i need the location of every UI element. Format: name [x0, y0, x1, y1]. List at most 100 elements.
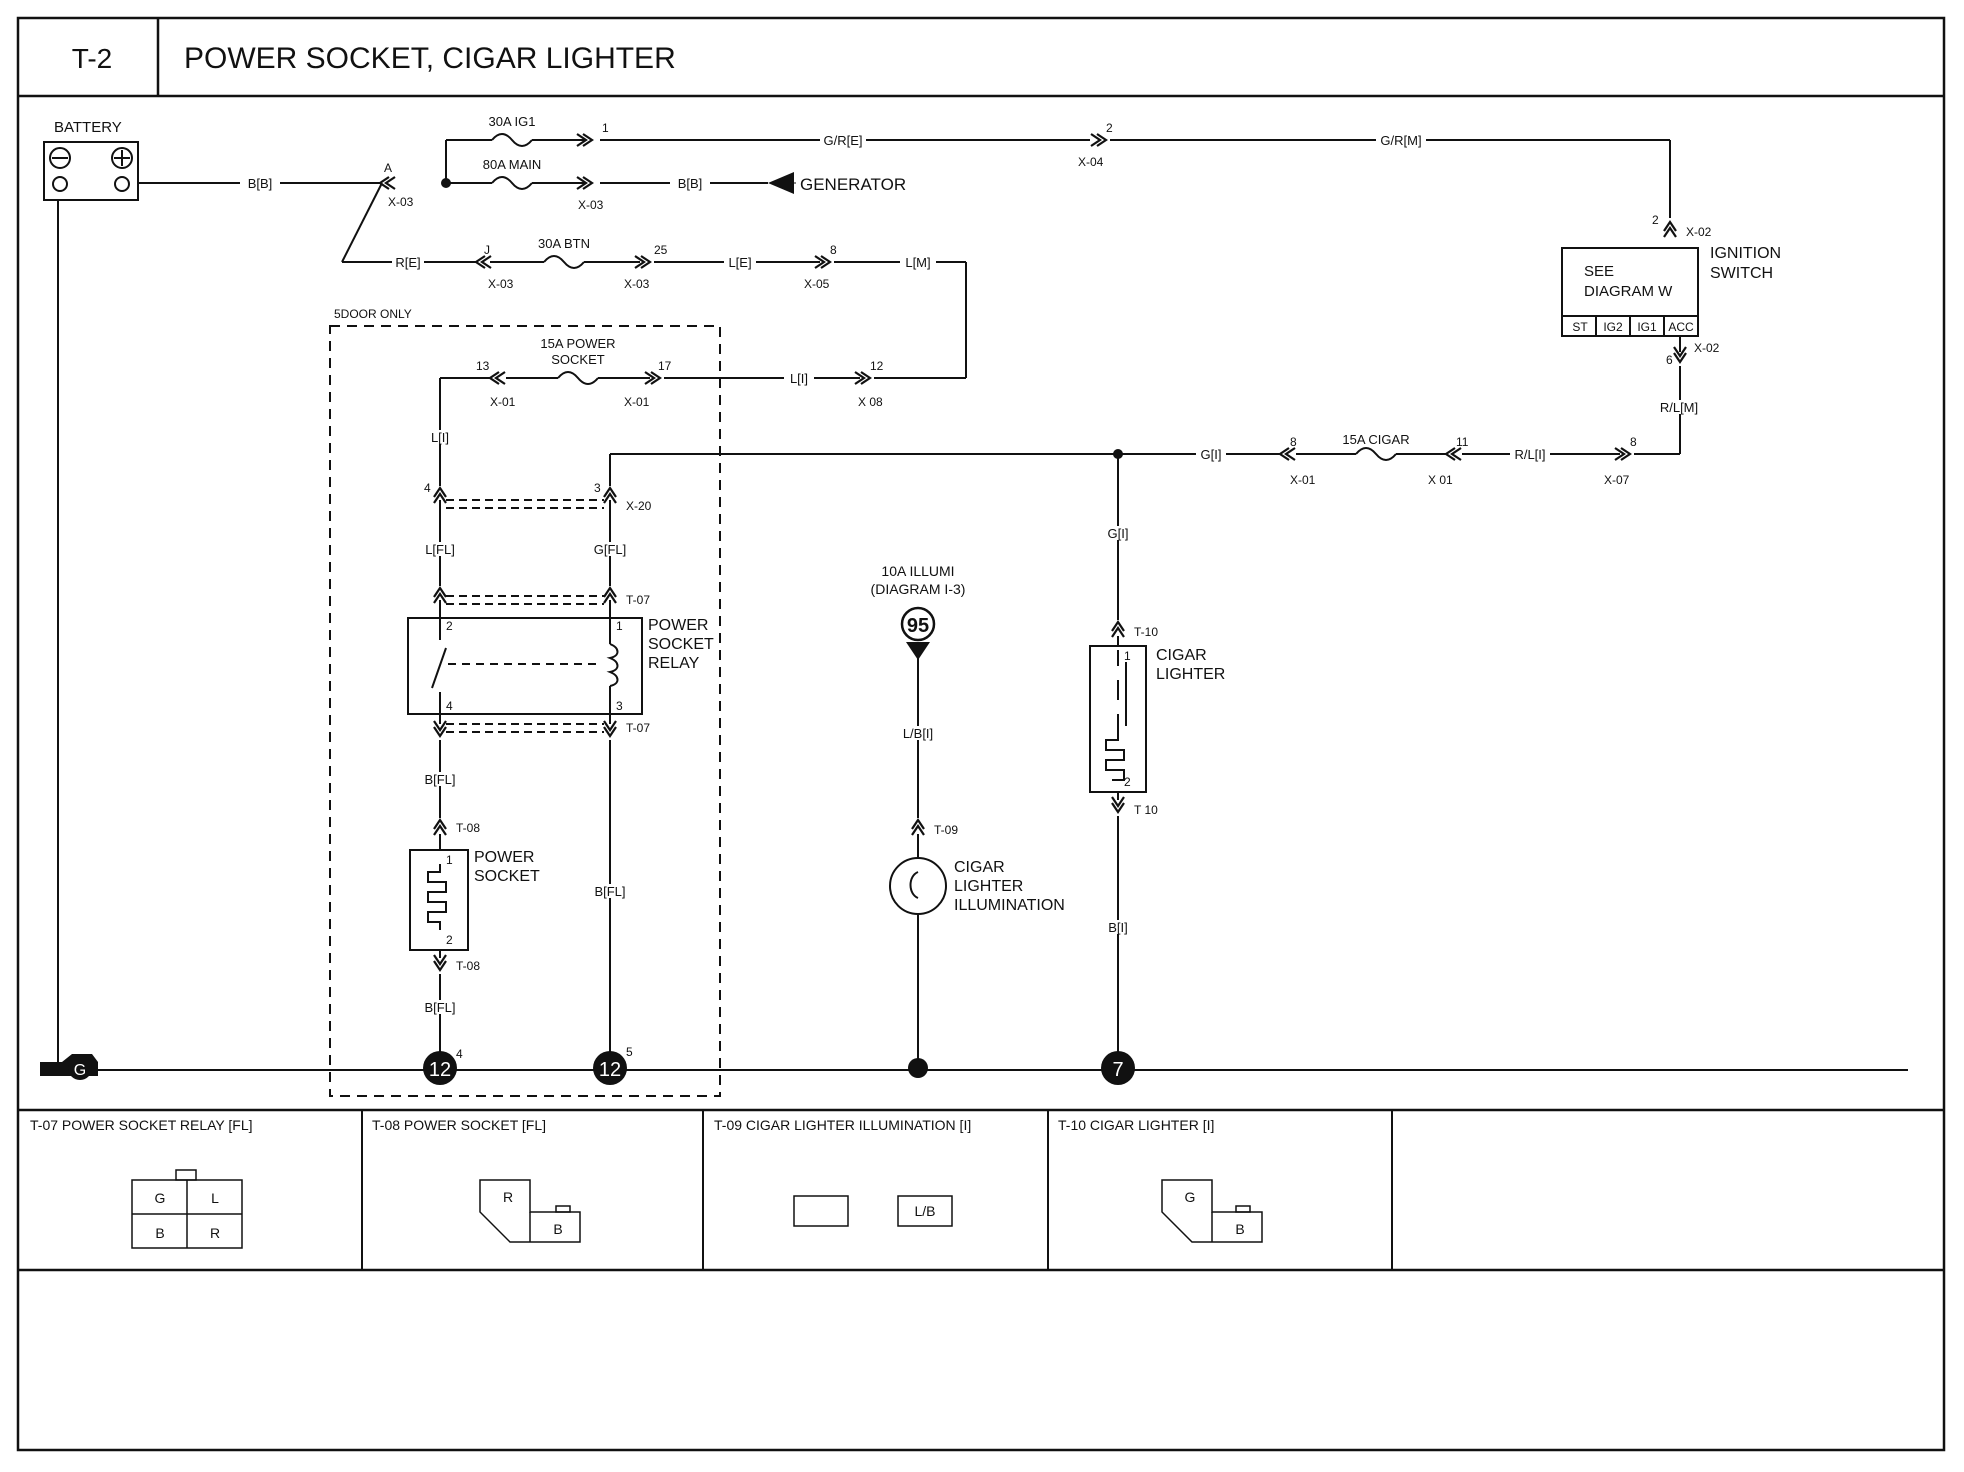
svg-text:4: 4 — [424, 481, 431, 495]
svg-text:L[E]: L[E] — [728, 255, 751, 270]
svg-text:T 10: T 10 — [1134, 803, 1158, 817]
svg-text:4: 4 — [456, 1047, 463, 1061]
svg-text:6: 6 — [1666, 353, 1673, 367]
illumi-ref-circle — [900, 606, 936, 642]
svg-text:T-07: T-07 — [626, 593, 650, 607]
component-labels: BATTERY GENERATOR IGNITION SWITCH SEE DI… — [54, 114, 1781, 914]
svg-text:R/L[M]: R/L[M] — [1660, 400, 1698, 415]
svg-text:B[FL]: B[FL] — [594, 884, 625, 899]
ignition-box-2: DIAGRAM W — [1584, 283, 1673, 300]
svg-text:2: 2 — [446, 619, 453, 633]
svg-text:B: B — [155, 1225, 164, 1241]
fuse-btn-label: 30A BTN — [538, 236, 590, 251]
ground-symbols: G 12 12 7 — [40, 1051, 1135, 1085]
svg-text:X-03: X-03 — [488, 277, 514, 291]
svg-text:X-01: X-01 — [490, 395, 516, 409]
power-socket-label-2: SOCKET — [474, 868, 540, 885]
svg-text:T-08: T-08 — [456, 959, 480, 973]
ignition-label-1: IGNITION — [1710, 245, 1781, 262]
svg-text:2: 2 — [1652, 213, 1659, 227]
cigar-illum-label-3: ILLUMINATION — [954, 897, 1065, 914]
ground-7-label: 7 — [1112, 1059, 1123, 1081]
ign-st: ST — [1572, 320, 1588, 334]
fuse-ps-label-1: 15A POWER — [540, 336, 615, 351]
svg-text:R: R — [503, 1189, 513, 1205]
svg-text:11: 11 — [1456, 435, 1469, 449]
relay-label-3: RELAY — [648, 655, 700, 672]
svg-text:R[E]: R[E] — [395, 255, 420, 270]
svg-text:X-03: X-03 — [388, 195, 414, 209]
svg-text:1: 1 — [602, 121, 609, 135]
svg-text:B[B]: B[B] — [678, 176, 703, 191]
power-socket-label-1: POWER — [474, 849, 534, 866]
ground-12-label: 12 — [429, 1059, 451, 1081]
diagram-title: POWER SOCKET, CIGAR LIGHTER — [184, 42, 676, 75]
cigar-illum-label-2: LIGHTER — [954, 878, 1023, 895]
svg-text:X-03: X-03 — [578, 198, 604, 212]
ignition-label-2: SWITCH — [1710, 265, 1773, 282]
ground-12b-label: 12 — [599, 1059, 621, 1081]
svg-text:5: 5 — [626, 1045, 633, 1059]
svg-text:B[FL]: B[FL] — [424, 1000, 455, 1015]
svg-text:X 08: X 08 — [858, 395, 883, 409]
ign-ig2: IG2 — [1603, 320, 1623, 334]
svg-text:B: B — [553, 1221, 562, 1237]
svg-text:X-02: X-02 — [1686, 225, 1712, 239]
relay-label-2: SOCKET — [648, 636, 714, 653]
svg-text:G/R[M]: G/R[M] — [1380, 133, 1421, 148]
illumi-label-2: (DIAGRAM I-3) — [871, 581, 966, 597]
svg-text:X-04: X-04 — [1078, 155, 1104, 169]
relay-label-1: POWER — [648, 617, 708, 634]
svg-text:8: 8 — [1290, 435, 1297, 449]
ground-g-label: G — [74, 1062, 86, 1079]
svg-text:G: G — [1185, 1189, 1196, 1205]
diagram-code: T-2 — [72, 43, 112, 74]
wire-labels: B[B] B[B] G/R[E] G/R[M] R[E] L[E] L[M] L… — [240, 133, 1702, 1015]
cv-t10-title: T-10 CIGAR LIGHTER [I] — [1058, 1117, 1214, 1133]
svg-text:L[I]: L[I] — [790, 371, 808, 386]
svg-text:1: 1 — [446, 853, 453, 867]
svg-text:G[I]: G[I] — [1108, 526, 1129, 541]
svg-text:L/B: L/B — [914, 1203, 935, 1219]
cv-t09-title: T-09 CIGAR LIGHTER ILLUMINATION [I] — [714, 1117, 971, 1133]
svg-text:L[M]: L[M] — [905, 255, 930, 270]
svg-text:1: 1 — [1124, 649, 1131, 663]
cv-t08-title: T-08 POWER SOCKET [FL] — [372, 1117, 546, 1133]
generator-arrow-icon — [768, 172, 794, 194]
svg-text:G[FL]: G[FL] — [594, 542, 627, 557]
svg-text:2: 2 — [446, 933, 453, 947]
illumi-label-1: 10A ILLUMI — [881, 563, 954, 579]
svg-text:X-07: X-07 — [1604, 473, 1630, 487]
fuse-ig1-label: 30A IG1 — [489, 114, 536, 129]
svg-text:L/B[I]: L/B[I] — [903, 726, 933, 741]
svg-text:G: G — [155, 1190, 166, 1206]
svg-text:3: 3 — [594, 481, 601, 495]
svg-text:L: L — [211, 1190, 219, 1206]
wires — [43, 133, 1908, 1097]
generator-label: GENERATOR — [800, 175, 906, 194]
svg-text:B[I]: B[I] — [1108, 920, 1128, 935]
cigar-lighter-label-1: CIGAR — [1156, 647, 1207, 664]
svg-text:J: J — [484, 243, 490, 257]
svg-text:R/L[I]: R/L[I] — [1514, 447, 1545, 462]
svg-text:X-05: X-05 — [804, 277, 830, 291]
svg-text:2: 2 — [1106, 121, 1113, 135]
svg-text:X-02: X-02 — [1694, 341, 1720, 355]
ignition-box-1: SEE — [1584, 263, 1614, 280]
svg-text:X-20: X-20 — [626, 499, 652, 513]
svg-text:A: A — [384, 161, 392, 175]
svg-text:4: 4 — [446, 699, 453, 713]
battery-label: BATTERY — [54, 119, 122, 136]
connector-chevrons — [378, 132, 1688, 972]
svg-text:T-07: T-07 — [626, 721, 650, 735]
svg-text:1: 1 — [616, 619, 623, 633]
svg-text:17: 17 — [658, 359, 672, 373]
svg-text:T-10: T-10 — [1134, 625, 1158, 639]
svg-text:L[FL]: L[FL] — [425, 542, 455, 557]
svg-text:B[B]: B[B] — [248, 176, 273, 191]
svg-text:3: 3 — [616, 699, 623, 713]
svg-text:13: 13 — [476, 359, 490, 373]
svg-text:X-01: X-01 — [1290, 473, 1316, 487]
svg-text:L[I]: L[I] — [431, 430, 449, 445]
